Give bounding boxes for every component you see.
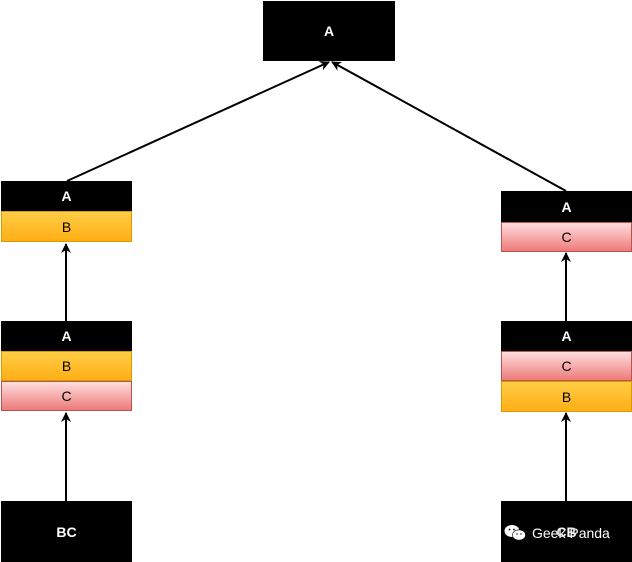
node-label: A xyxy=(61,328,72,344)
node-right-low-b: B xyxy=(501,381,632,412)
node-left-mid-b: B xyxy=(1,211,132,242)
node-label: C xyxy=(61,388,72,404)
node-label: C xyxy=(561,358,572,374)
node-label: A xyxy=(561,198,572,215)
node-label: A xyxy=(561,328,572,344)
node-left-bottom-bc: BC xyxy=(1,501,132,562)
node-label: A xyxy=(61,188,72,204)
edge-right-to-top xyxy=(331,61,567,192)
node-label: C xyxy=(561,229,572,245)
wechat-icon xyxy=(504,525,526,541)
node-left-mid-a: A xyxy=(1,181,132,211)
node-right-mid-c: C xyxy=(501,222,632,252)
node-label: BC xyxy=(56,523,77,540)
node-right-mid-a: A xyxy=(501,191,632,222)
node-top-a: A xyxy=(263,1,395,61)
node-label: B xyxy=(561,388,572,405)
node-left-low-a: A xyxy=(1,321,132,351)
node-label: B xyxy=(61,218,72,235)
watermark: Geek Panda xyxy=(504,524,610,542)
watermark-text: Geek Panda xyxy=(532,525,610,541)
node-right-low-c: C xyxy=(501,351,632,381)
node-label: CB xyxy=(556,523,577,540)
node-label: B xyxy=(61,358,72,374)
node-label: A xyxy=(323,23,335,39)
node-right-low-a: A xyxy=(501,321,632,351)
node-left-low-c: C xyxy=(1,381,132,411)
edge-left-to-top xyxy=(66,61,330,182)
node-left-low-b: B xyxy=(1,351,132,381)
